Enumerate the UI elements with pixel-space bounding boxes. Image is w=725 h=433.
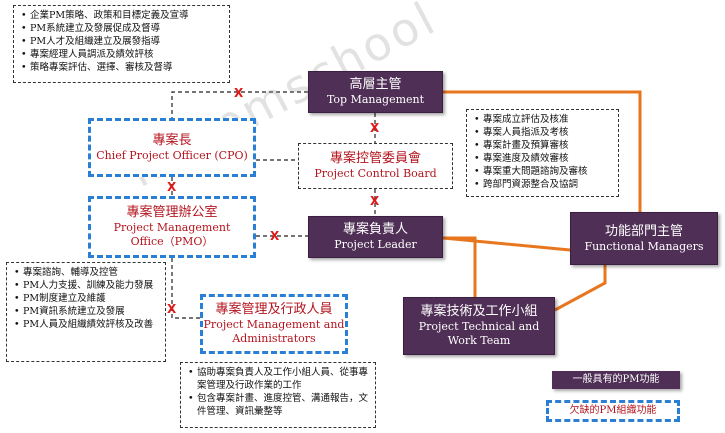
- project-team-box: 專案技術及工作小組 Project Technical and Work Tea…: [403, 297, 555, 355]
- orange-line-leader-to-functional: [442, 236, 571, 252]
- missing-link-x: X: [270, 229, 280, 243]
- note-item: 專案成立評估及核准: [474, 113, 612, 126]
- legend-existing-function: 一般具有的PM功能: [552, 371, 680, 389]
- pmo-en-line2: Office（PMO）: [130, 235, 214, 248]
- pmo-box: 專案管理辦公室 Project Management Office（PMO）: [88, 196, 256, 258]
- admin-zh: 專案管理及行政人員: [215, 302, 333, 317]
- note-item: 專案諮詢、輔導及控管: [14, 266, 159, 279]
- top-management-zh: 高層主管: [349, 77, 402, 92]
- note-item: PM系統建立及發展促成及督導: [21, 22, 223, 35]
- missing-link-x: X: [370, 121, 380, 135]
- note-item: 包含專案計畫、進度控管、溝通報告，文件管理、資訊彙整等: [188, 392, 369, 418]
- top-management-en: Top Management: [326, 93, 425, 106]
- project-leader-box: 專案負責人 Project Leader: [308, 216, 443, 258]
- cpo-en: Chief Project Officer (CPO): [96, 148, 248, 162]
- project-team-en-line2: Work Team: [447, 334, 511, 347]
- note-item: PM制度建立及維護: [14, 292, 159, 305]
- orange-line-leader-to-team: [443, 236, 477, 297]
- functional-managers-en: Functional Managers: [584, 239, 704, 253]
- project-control-board-box: 專案控管委員會 Project Control Board: [298, 143, 453, 189]
- project-team-en-line1: Project Technical and: [418, 320, 540, 333]
- note-item: PM資訊系統建立及發展: [14, 305, 159, 318]
- functional-managers-zh: 功能部門主管: [604, 223, 683, 239]
- note-admin-functions: 協助專案負責人及工作小組人員、從事專案管理及行政作業的工作 包含專案計畫、進度控…: [180, 362, 376, 428]
- note-item: 策略專案評估、選擇、審核及督導: [21, 61, 223, 74]
- note-item: 專案進度及績效審核: [474, 152, 612, 165]
- orange-line-top-to-functional: [443, 90, 642, 212]
- project-leader-en: Project Leader: [334, 238, 417, 251]
- note-pmo-functions: 專案諮詢、輔導及控管 PM人力支援、訓練及能力發展 PM制度建立及維護 PM資訊…: [6, 262, 166, 362]
- note-item: 協助專案負責人及工作小組人員、從事專案管理及行政作業的工作: [188, 366, 369, 392]
- dashed-line-top-to-cpo: [171, 91, 308, 118]
- cpo-box: 專案長 Chief Project Officer (CPO): [88, 118, 256, 177]
- missing-link-x: X: [370, 194, 380, 208]
- functional-managers-box: 功能部門主管 Functional Managers: [570, 212, 718, 265]
- pmo-zh: 專案管理辦公室: [126, 205, 218, 220]
- note-item: PM人力支援、訓練及能力發展: [14, 279, 159, 292]
- note-item: 專案重大問題諮詢及審核: [474, 165, 612, 178]
- note-item: 專案人員指派及考核: [474, 126, 612, 139]
- admin-en-line2: Administrators: [232, 332, 316, 345]
- legend-missing-function: 欠缺的PM組織功能: [546, 400, 680, 422]
- project-control-board-en: Project Control Board: [314, 167, 437, 180]
- missing-link-x: X: [234, 86, 244, 100]
- missing-link-x: X: [167, 180, 177, 194]
- admin-en-line1: Project Management and: [203, 318, 345, 331]
- note-item: 專案計畫及預算審核: [474, 139, 612, 152]
- project-leader-zh: 專案負責人: [342, 222, 408, 237]
- top-management-box: 高層主管 Top Management: [308, 71, 443, 113]
- note-item: 跨部門資源整合及協調: [474, 178, 612, 191]
- note-item: PM人才及組織建立及展發指導: [21, 35, 223, 48]
- orange-line-functional-to-team: [554, 265, 607, 312]
- project-control-board-zh: 專案控管委員會: [329, 151, 421, 166]
- note-top-management-functions: 企業PM策略、政策和目標定義及宣導 PM系統建立及發展促成及督導 PM人才及組織…: [13, 5, 230, 83]
- cpo-zh: 專案長: [152, 132, 192, 148]
- dashed-line-pmo-to-admin: [171, 258, 200, 319]
- pmo-en-line1: Project Management: [113, 221, 231, 234]
- note-item: 專案經理人員調派及績效評核: [21, 48, 223, 61]
- project-team-zh: 專案技術及工作小組: [420, 304, 538, 319]
- note-item: 企業PM策略、政策和目標定義及宣導: [21, 9, 223, 22]
- admin-box: 專案管理及行政人員 Project Management and Adminis…: [200, 294, 348, 354]
- missing-link-x: X: [167, 302, 177, 316]
- note-item: PM人員及組織績效評核及改善: [14, 318, 159, 331]
- note-control-board-functions: 專案成立評估及核准 專案人員指派及考核 專案計畫及預算審核 專案進度及績效審核 …: [466, 109, 619, 197]
